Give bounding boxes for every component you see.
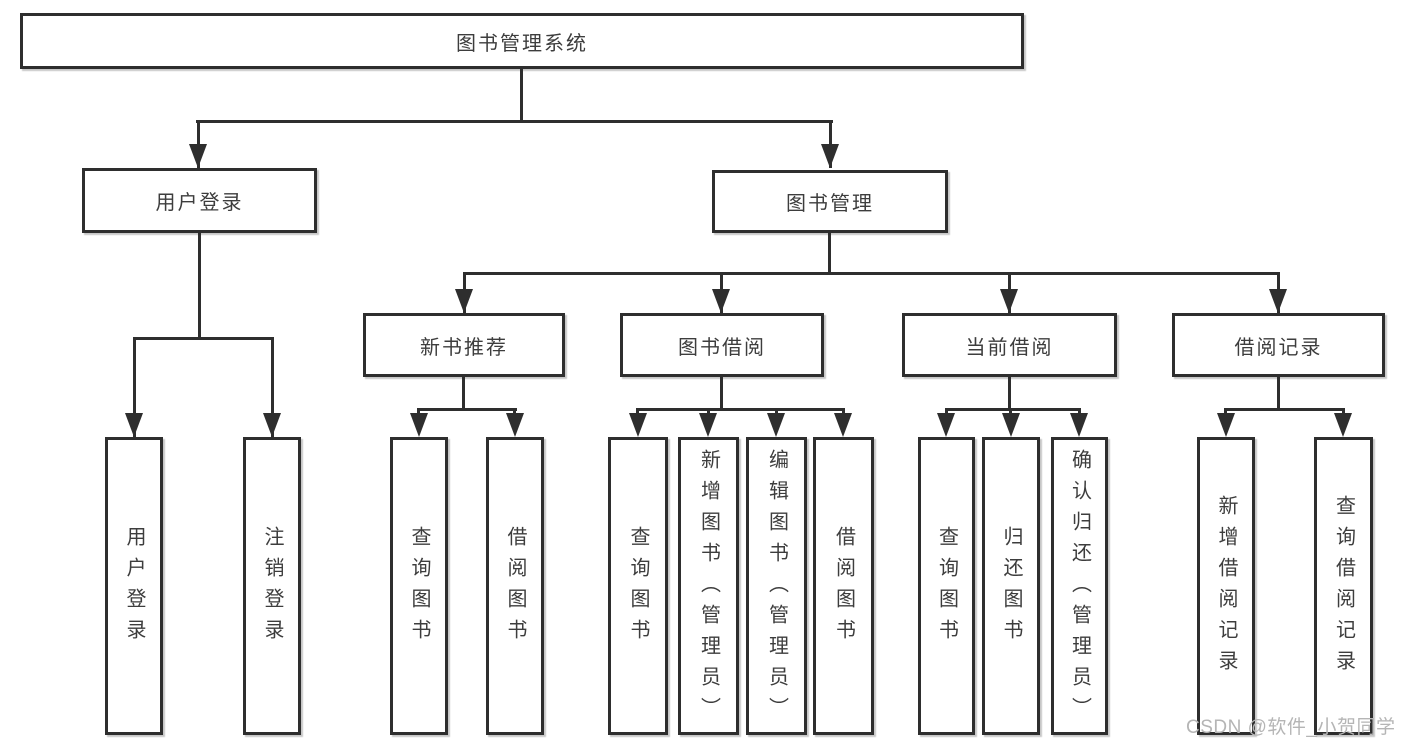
- leaf-confirm-return-admin: 确认归还（管理员）: [1051, 437, 1108, 735]
- connector-line: [133, 337, 136, 437]
- connector-line: [133, 337, 274, 340]
- leaf-return-books: 归还图书: [982, 437, 1040, 735]
- leaf-user-login: 用户登录: [105, 437, 163, 735]
- csdn-watermark: CSDN @软件_小贺同学: [1186, 717, 1396, 738]
- connector-line: [417, 408, 517, 411]
- leaf-current-query-books: 查询图书: [918, 437, 975, 735]
- connector-line: [720, 377, 723, 408]
- node-current-borrow: 当前借阅: [902, 313, 1117, 377]
- connector-line: [636, 408, 845, 411]
- connector-line: [520, 68, 523, 120]
- connector-line: [462, 377, 465, 408]
- leaf-borrow-books: 借阅图书: [813, 437, 874, 735]
- node-library-system: 图书管理系统: [20, 13, 1024, 69]
- leaf-query-borrow-record: 查询借阅记录: [1314, 437, 1373, 735]
- arrowhead-down-icon: [767, 413, 785, 437]
- connector-line: [196, 120, 833, 123]
- arrowhead-down-icon: [1334, 413, 1352, 437]
- arrowhead-down-icon: [629, 413, 647, 437]
- leaf-add-books-admin: 新增图书（管理员）: [678, 437, 739, 735]
- leaf-recommend-borrow-books: 借阅图书: [486, 437, 544, 735]
- arrowhead-down-icon: [834, 413, 852, 437]
- arrowhead-down-icon: [712, 289, 730, 313]
- connector-line: [1008, 377, 1011, 408]
- leaf-borrow-query-books: 查询图书: [608, 437, 668, 735]
- node-user-login: 用户登录: [82, 168, 317, 233]
- leaf-edit-books-admin: 编辑图书（管理员）: [746, 437, 807, 735]
- arrowhead-down-icon: [410, 413, 428, 437]
- arrowhead-down-icon: [1002, 413, 1020, 437]
- leaf-logout: 注销登录: [243, 437, 301, 735]
- leaf-add-borrow-record: 新增借阅记录: [1197, 437, 1255, 735]
- node-new-book-recommend: 新书推荐: [363, 313, 565, 377]
- connector-line: [828, 233, 831, 272]
- connector-line: [1277, 377, 1280, 408]
- node-book-borrow: 图书借阅: [620, 313, 824, 377]
- connector-line: [198, 233, 201, 337]
- arrowhead-down-icon: [506, 413, 524, 437]
- arrowhead-down-icon: [1000, 289, 1018, 313]
- arrowhead-down-icon: [189, 144, 207, 168]
- arrowhead-down-icon: [1070, 413, 1088, 437]
- node-borrow-records: 借阅记录: [1172, 313, 1385, 377]
- leaf-recommend-query-books: 查询图书: [390, 437, 448, 735]
- arrowhead-down-icon: [1217, 413, 1235, 437]
- connector-line: [945, 408, 1081, 411]
- arrowhead-down-icon: [455, 289, 473, 313]
- node-book-management: 图书管理: [712, 170, 948, 233]
- connector-line: [271, 337, 274, 437]
- arrowhead-down-icon: [937, 413, 955, 437]
- arrowhead-down-icon: [263, 413, 281, 437]
- arrowhead-down-icon: [699, 413, 717, 437]
- connector-line: [1224, 408, 1345, 411]
- arrowhead-down-icon: [125, 413, 143, 437]
- arrowhead-down-icon: [1269, 289, 1287, 313]
- connector-line: [463, 272, 1279, 275]
- arrowhead-down-icon: [821, 144, 839, 168]
